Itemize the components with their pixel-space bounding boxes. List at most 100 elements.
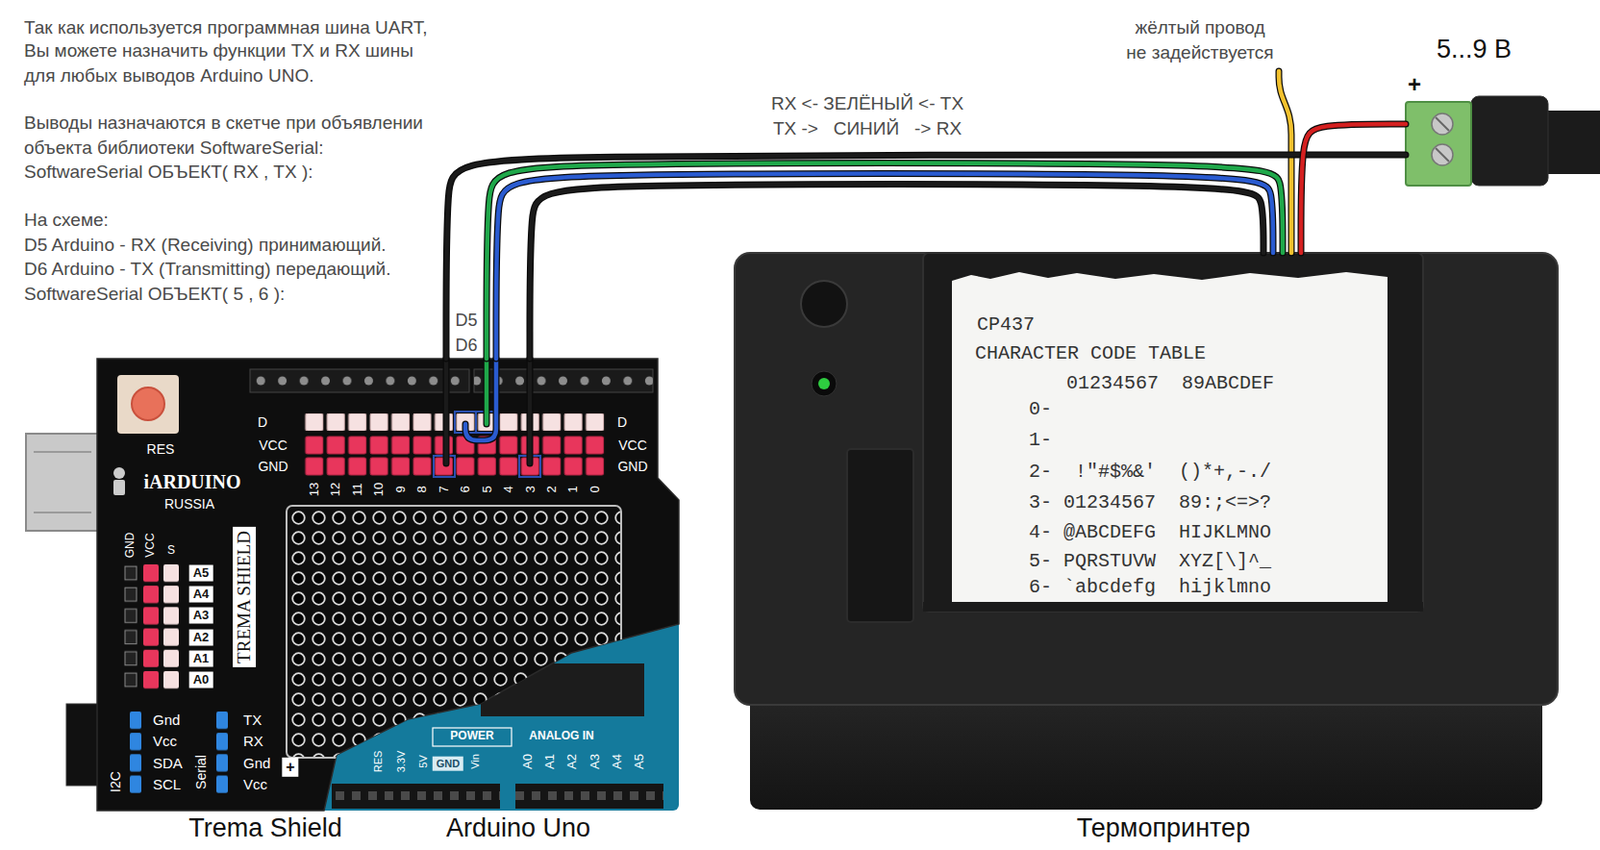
power-terminal: 5...9 В	[1405, 96, 1549, 186]
label-text: VCC	[618, 437, 648, 453]
label-text: для любых выводов Arduino UNO.	[24, 65, 314, 87]
label-text: 3- 01234567 89:;<=>?	[1028, 491, 1272, 514]
label-text: A1	[543, 753, 558, 770]
top-header	[250, 369, 470, 393]
label-text: +	[281, 757, 299, 777]
label-box	[432, 727, 512, 747]
shield-board: Trema Shield	[97, 358, 679, 811]
terminal-block	[1405, 101, 1472, 186]
wire-connector	[529, 184, 1264, 359]
label-text: 6- `abcdefg hijklmno	[1028, 575, 1272, 599]
label-text: 5	[479, 485, 495, 493]
wire-outline	[526, 358, 534, 464]
label-text: SoftwareSerial ОБЪЕКТ( RX , TX ):	[24, 161, 314, 183]
label-text: Так как используется программная шина UA…	[24, 17, 428, 39]
label-text: GND	[257, 458, 288, 475]
wire-label: TX -> СИНИЙ -> RX	[769, 117, 966, 141]
label-text: Vcc	[243, 776, 268, 794]
label-text: 9	[393, 485, 408, 493]
terminal-screw	[1431, 144, 1453, 166]
label-text: 10	[372, 482, 387, 497]
usb-detail	[33, 511, 92, 514]
label-text: ANALOG IN	[528, 729, 594, 744]
label-text: не задействуется	[1125, 42, 1274, 64]
feed-button	[800, 280, 848, 327]
paper-frame	[923, 252, 1424, 612]
wire-core	[1300, 124, 1406, 253]
label-text: D	[617, 414, 627, 430]
blue-wire-end	[465, 358, 497, 441]
label-text: 8	[415, 485, 430, 493]
label-text: 2- !"#$%&' ()*+,-./	[1028, 460, 1272, 483]
label-text: POWER	[450, 729, 494, 744]
robot-icon	[113, 467, 125, 479]
label-text: На схеме:	[24, 209, 109, 231]
wire-outline	[1300, 124, 1406, 253]
top-header	[474, 369, 653, 393]
label-text: 12	[328, 482, 344, 497]
black-wire-end	[444, 358, 450, 464]
wire-connector	[496, 174, 1274, 359]
arduino-header-holes	[331, 783, 500, 809]
node-caption: Термопринтер	[1076, 813, 1250, 844]
label-text: 4	[501, 485, 517, 493]
power-jack	[66, 703, 100, 786]
label-text: D6	[454, 335, 477, 356]
arduino-board: Arduino Uno	[324, 625, 679, 811]
label-text: 3.3V	[395, 750, 408, 774]
arduino-header-holes	[515, 783, 664, 809]
label-text: I2C	[107, 771, 124, 793]
analog-pins	[122, 562, 140, 691]
label-text: 5- PQRSTUVW XYZ[\]^_	[1028, 550, 1272, 573]
top-header-holes	[250, 369, 470, 393]
label-text: VCC	[144, 532, 158, 557]
label-text: A4	[609, 753, 625, 770]
arduino-header	[515, 783, 664, 809]
label-text: iARDUINO	[143, 471, 241, 494]
top-header-holes	[474, 369, 653, 393]
wire-connector	[446, 154, 1406, 359]
label-text: RUSSIA	[164, 496, 215, 512]
wire-core	[446, 154, 1406, 359]
serial-pins	[215, 709, 229, 796]
label-text: CP437	[976, 313, 1035, 336]
usb-detail	[33, 450, 92, 453]
label-text: Vcc	[152, 733, 177, 750]
label-text: A0	[189, 672, 214, 689]
wire-core	[486, 163, 1283, 359]
label-text: SCL	[152, 776, 181, 794]
label-text: 01234567 89ABCDEF	[1066, 372, 1275, 395]
label-text: A3	[587, 753, 602, 770]
label-text: Gnd	[152, 711, 180, 728]
label-text: 0	[587, 485, 602, 493]
printer-body	[734, 252, 1558, 705]
label-text: жёлтый провод	[1134, 17, 1265, 39]
node-caption: 5...9 В	[1436, 34, 1512, 65]
proto-grid	[286, 505, 622, 758]
label-text: 0-	[1028, 398, 1052, 421]
wire-core	[496, 174, 1274, 359]
wire-outline	[443, 358, 450, 464]
wire-outline	[465, 358, 497, 441]
label-text: D5	[454, 310, 477, 331]
i2c-pins	[128, 709, 143, 796]
power-pin-rows	[303, 434, 606, 477]
label-text: Vin	[469, 753, 482, 770]
wire-outline	[529, 184, 1264, 359]
wire-label: RX <- ЗЕЛЁНЫЙ <- TX	[767, 92, 968, 116]
paper-lever	[847, 449, 914, 623]
wire-outline	[486, 163, 1283, 359]
status-led	[818, 377, 830, 390]
green-wire-end	[484, 358, 490, 425]
terminal-screw	[1431, 113, 1453, 135]
wire-outline	[483, 358, 491, 425]
label-text: 7	[436, 485, 451, 493]
label-text: D6 Arduino - TX (Transmitting) передающи…	[24, 258, 391, 280]
label-text: CHARACTER CODE TABLE	[975, 342, 1206, 365]
label-text: GND	[617, 458, 648, 475]
label-text: 3	[523, 485, 538, 493]
wire-core	[529, 184, 1264, 359]
label-text: A1	[189, 650, 214, 667]
wire-outline	[446, 154, 1406, 359]
